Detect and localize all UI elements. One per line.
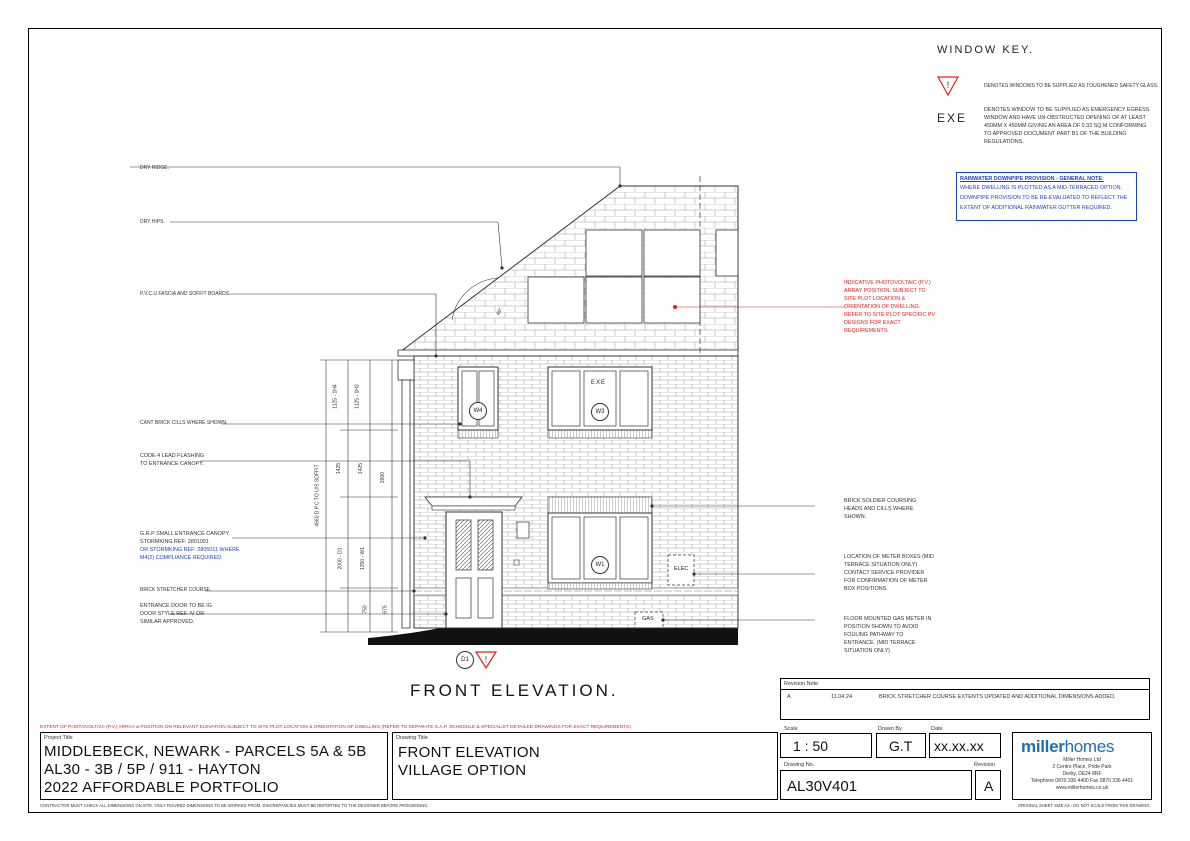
svg-text:!: ! bbox=[947, 80, 950, 90]
project-line-3: 2022 AFFORDABLE PORTFOLIO bbox=[44, 779, 279, 796]
label-canopy: G.R.P SMALL ENTRANCE CANOPY. STORMKING R… bbox=[140, 531, 230, 545]
dim-mid-a: 1425 bbox=[336, 462, 343, 475]
elec-meter-label: ELEC bbox=[674, 566, 689, 572]
logo-homes: homes bbox=[1064, 737, 1115, 756]
revision-note-label: Revision Note bbox=[784, 681, 819, 687]
dim-w4-height: 1125 - 1H4 bbox=[332, 384, 339, 409]
exe-key-label: EXE bbox=[937, 111, 968, 125]
company-line-3: Derby, DE24 8RF bbox=[1062, 771, 1102, 777]
door-tag-d1: D1 bbox=[456, 651, 474, 669]
drawn-by-label: Drawn By bbox=[878, 726, 902, 732]
revision-value-box: A bbox=[975, 770, 1001, 800]
dim-w3-height: 1125 - 1H3 bbox=[354, 384, 361, 409]
label-cant-cills: CANT BRICK CILLS WHERE SHOWN. bbox=[140, 420, 228, 426]
label-dry-ridge: DRY RIDGE. bbox=[140, 165, 169, 171]
rainwater-note: RAINWATER DOWNPIPE PROVISION - GENERAL N… bbox=[956, 172, 1137, 221]
scale-box: 1 : 50 bbox=[780, 733, 872, 758]
drawing-title-label: Drawing Title bbox=[396, 735, 428, 741]
project-title-label: Project Title bbox=[44, 735, 73, 741]
project-line-1: MIDDLEBECK, NEWARK - PARCELS 5A & 5B bbox=[44, 743, 367, 760]
revision-row-text: BRICK STRETCHER COURSE EXTENTS UPDATED A… bbox=[879, 694, 1116, 700]
window-tag-w4: W4 bbox=[469, 402, 487, 420]
svg-text:!: ! bbox=[485, 655, 487, 664]
window-tag-w3: W3 bbox=[591, 403, 609, 421]
drawing-title-line-2: VILLAGE OPTION bbox=[398, 762, 527, 779]
drawing-no-label: Drawing No. bbox=[784, 762, 815, 768]
label-fascia: P.V.C.U FASCIA AND SOFFIT BOARDS. bbox=[140, 291, 231, 297]
company-line-1: Miller Homes Ltd bbox=[1063, 757, 1101, 763]
dim-total: 4660 D.P.C TO U/S SOFFIT bbox=[314, 464, 321, 527]
exe-note: DENOTES WINDOW TO BE SUPPLIED AS EMERGEN… bbox=[984, 107, 1150, 145]
window-tag-w1: W1 bbox=[591, 556, 609, 574]
label-meter-box: LOCATION OF METER BOXES (MID TERRACE SIT… bbox=[844, 554, 934, 592]
dim-lower-a: 750 bbox=[362, 605, 369, 614]
exe-window-tag: EXE bbox=[591, 380, 607, 386]
revision-row-date: 11.04.24 bbox=[831, 694, 853, 700]
drawing-title-line-1: FRONT ELEVATION bbox=[398, 744, 541, 761]
company-line-4: Telephone 0870 336 4400 Fax 0870 336 440… bbox=[1030, 778, 1134, 784]
drawing-frame bbox=[28, 28, 1162, 813]
drawn-by-box: G.T bbox=[876, 733, 926, 758]
project-title-box: Project Title MIDDLEBECK, NEWARK - PARCE… bbox=[40, 732, 388, 800]
company-line-5: www.millerhomes.co.uk bbox=[1055, 785, 1109, 791]
date-label: Date bbox=[931, 726, 943, 732]
revision-row-rev: A bbox=[787, 694, 791, 700]
company-box: millerhomes Miller Homes Ltd 2 Centro Pl… bbox=[1012, 732, 1152, 800]
dim-door-height: 2000 - D1 bbox=[337, 547, 344, 570]
scale-value: 1 : 50 bbox=[793, 738, 829, 754]
label-canopy-m42: OR STORMKING REF: 2805011 WHERE M4(2) CO… bbox=[140, 547, 240, 561]
drawing-title-box: Drawing Title FRONT ELEVATION VILLAGE OP… bbox=[392, 732, 778, 800]
dim-mid-b: 1425 bbox=[358, 462, 365, 475]
drawn-by-value: G.T bbox=[889, 738, 913, 754]
company-line-2: 2 Centro Place, Pride Park bbox=[1052, 764, 1112, 770]
label-gas-meter: FLOOR MOUNTED GAS METER IN POSITION SHOW… bbox=[844, 616, 932, 654]
pv-footer-note: EXTENT OF PHOTOVOLTAIC (P.V.) ARRAY & PO… bbox=[40, 725, 631, 730]
rainwater-note-title: RAINWATER DOWNPIPE PROVISION - GENERAL N… bbox=[960, 176, 1104, 182]
project-line-2: AL30 - 3B / 5P / 911 - HAYTON bbox=[44, 761, 261, 778]
scale-label: Scale bbox=[784, 726, 798, 732]
footer-right-note: ORIGINAL SHEET SIZE A3 - DO NOT SCALE FR… bbox=[1018, 803, 1150, 808]
label-pv-array: INDICATIVE PHOTOVOLTAIC (P.V.) ARRAY POS… bbox=[844, 280, 936, 334]
front-elevation-drawing bbox=[130, 166, 845, 645]
rainwater-note-body: WHERE DWELLING IS PLOTTED AS A MID-TERRA… bbox=[960, 185, 1128, 211]
revision-value: A bbox=[984, 778, 994, 794]
footer-left-note: CONTRACTOR MUST CHECK ALL DIMENSIONS ON … bbox=[40, 803, 429, 808]
drawing-no-box: AL30V401 bbox=[780, 770, 972, 800]
dim-overall: 3900 bbox=[380, 471, 387, 484]
label-soldier-course: BRICK SOLDIER COURSING HEADS AND CILLS W… bbox=[844, 498, 917, 520]
logo-miller: miller bbox=[1021, 737, 1065, 756]
door-toughened-warning-icon: ! bbox=[475, 651, 497, 669]
revision-box: Revision Note A 11.04.24 BRICK STRETCHER… bbox=[780, 678, 1150, 720]
dim-lower-b: 675 bbox=[382, 605, 389, 614]
toughened-note: DENOTES WINDOWS TO BE SUPPLIED AS TOUGHE… bbox=[984, 83, 1159, 89]
gas-meter-label: GAS bbox=[642, 616, 654, 622]
window-key-title: WINDOW KEY. bbox=[937, 44, 1034, 56]
label-lead-flashing: CODE 4 LEAD FLASHING TO ENTRANCE CANOPY. bbox=[140, 453, 205, 467]
dim-w1-height: 1350 - W1 bbox=[360, 546, 367, 571]
date-box: xx.xx.xx bbox=[929, 733, 1001, 758]
drawing-caption: FRONT ELEVATION. bbox=[410, 681, 619, 700]
label-dry-hips: DRY HIPS. bbox=[140, 219, 165, 225]
revision-divider bbox=[781, 689, 1149, 690]
date-value: xx.xx.xx bbox=[934, 738, 984, 754]
warning-triangle-icon: ! bbox=[937, 76, 959, 96]
drawing-no-value: AL30V401 bbox=[787, 778, 858, 795]
label-entrance-door: ENTRANCE DOOR TO BE IG DOOR STYLE REF. I… bbox=[140, 603, 212, 625]
revision-label: Revision bbox=[974, 762, 996, 768]
company-logo: millerhomes bbox=[1021, 737, 1114, 757]
label-stretcher: BRICK STRETCHER COURSE. bbox=[140, 587, 212, 593]
